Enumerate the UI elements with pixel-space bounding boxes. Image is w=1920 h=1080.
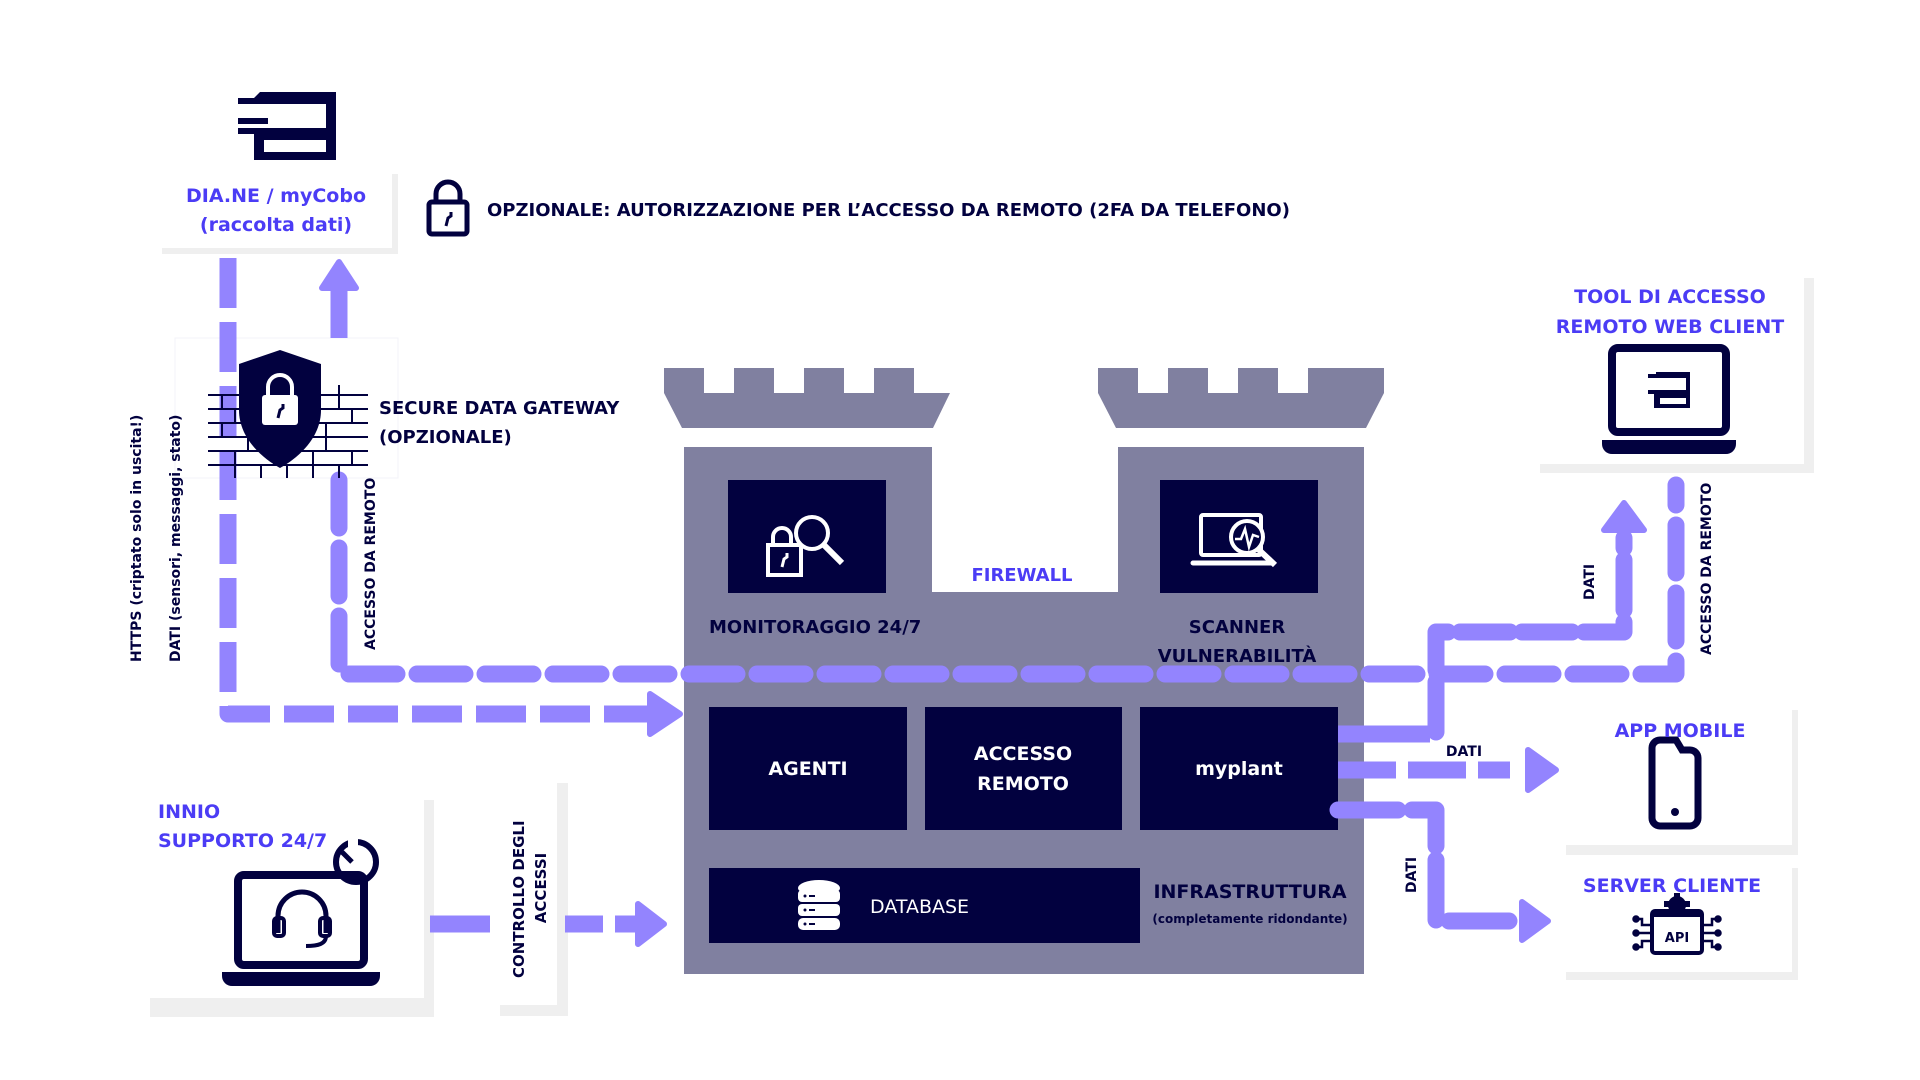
access-control-card [492, 772, 568, 1016]
arrowhead-to-diane [319, 259, 359, 291]
scanner-label-1: SCANNER [1189, 617, 1286, 638]
smartphone-icon [1648, 736, 1702, 830]
control-panel-icon [238, 92, 336, 160]
api-gear-icon: API [1632, 893, 1722, 955]
infra-title: INFRASTRUTTURA [1153, 881, 1346, 903]
module-accesso-label-1: ACCESSO [974, 743, 1072, 765]
server-cliente-title: SERVER CLIENTE [1583, 875, 1761, 897]
firewall-label: FIREWALL [971, 565, 1072, 586]
data-sensors-label: DATI (sensori, messaggi, stato) [168, 415, 184, 662]
module-accesso-remoto[interactable] [925, 707, 1122, 830]
module-myplant[interactable] [1140, 707, 1338, 830]
monitoring-label: MONITORAGGIO 24/7 [709, 617, 921, 638]
api-label: API [1665, 931, 1689, 946]
access-control-label-1: CONTROLLO DEGLI [510, 820, 528, 978]
data-flow-server [1329, 801, 1529, 930]
database-label: DATABASE [870, 896, 969, 918]
remote-access-label-right: ACCESSO DA REMOTO [1699, 483, 1715, 655]
diane-card [156, 168, 398, 254]
laptop-headset-clock-icon [222, 838, 380, 986]
right-tower-top [1098, 393, 1384, 428]
module-agenti[interactable] [709, 707, 907, 830]
data-label-server: DATI [1404, 857, 1420, 893]
arrowhead-to-castle [647, 691, 683, 737]
module-agenti-label: AGENTI [768, 758, 847, 780]
data-flow-web-client [1427, 529, 1633, 741]
scanner-label-2: VULNERABILITÀ [1158, 645, 1317, 667]
arrowhead-to-server [1519, 899, 1551, 943]
lock-icon [426, 179, 470, 237]
module-accesso-label-2: REMOTO [977, 773, 1069, 795]
access-control-label-2: ACCESSI [532, 853, 550, 923]
app-mobile-title: APP MOBILE [1615, 720, 1746, 742]
data-label-web: DATI [1582, 564, 1598, 600]
support-subtitle: SUPPORTO 24/7 [158, 830, 327, 852]
data-flow-left [219, 258, 650, 723]
infra-subtitle: (completamente ridondante) [1152, 912, 1347, 926]
arrowhead-to-web-client [1601, 500, 1647, 533]
lock-magnifier-icon [766, 515, 845, 577]
shield-lock-firewall-icon [208, 350, 368, 478]
gateway-title: SECURE DATA GATEWAY [379, 398, 620, 419]
arrowhead-support-to-castle [635, 901, 667, 947]
database-box[interactable] [709, 868, 1140, 943]
module-myplant-label: myplant [1195, 758, 1283, 780]
web-client-title: TOOL DI ACCESSO [1574, 286, 1766, 308]
gateway-subtitle: (OPZIONALE) [379, 427, 512, 448]
top-note-text: OPZIONALE: AUTORIZZAZIONE PER L’ACCESSO … [487, 200, 1290, 221]
diane-subtitle: (raccolta dati) [200, 214, 352, 236]
support-title: INNIO [158, 801, 220, 823]
diane-title: DIA.NE / myCobo [186, 185, 366, 207]
app-mobile-card [1560, 700, 1798, 855]
data-label-mobile: DATI [1446, 744, 1482, 760]
laptop-panel-icon [1602, 344, 1736, 454]
database-icon [798, 880, 840, 930]
web-client-subtitle: REMOTO WEB CLIENT [1556, 316, 1784, 338]
arrowhead-to-mobile [1525, 747, 1559, 793]
https-label: HTTPS (criptato solo in uscita!) [129, 415, 145, 662]
laptop-scan-icon [1190, 513, 1278, 568]
remote-access-label-left: ACCESSO DA REMOTO [363, 478, 379, 650]
remote-access-line [330, 471, 1685, 683]
